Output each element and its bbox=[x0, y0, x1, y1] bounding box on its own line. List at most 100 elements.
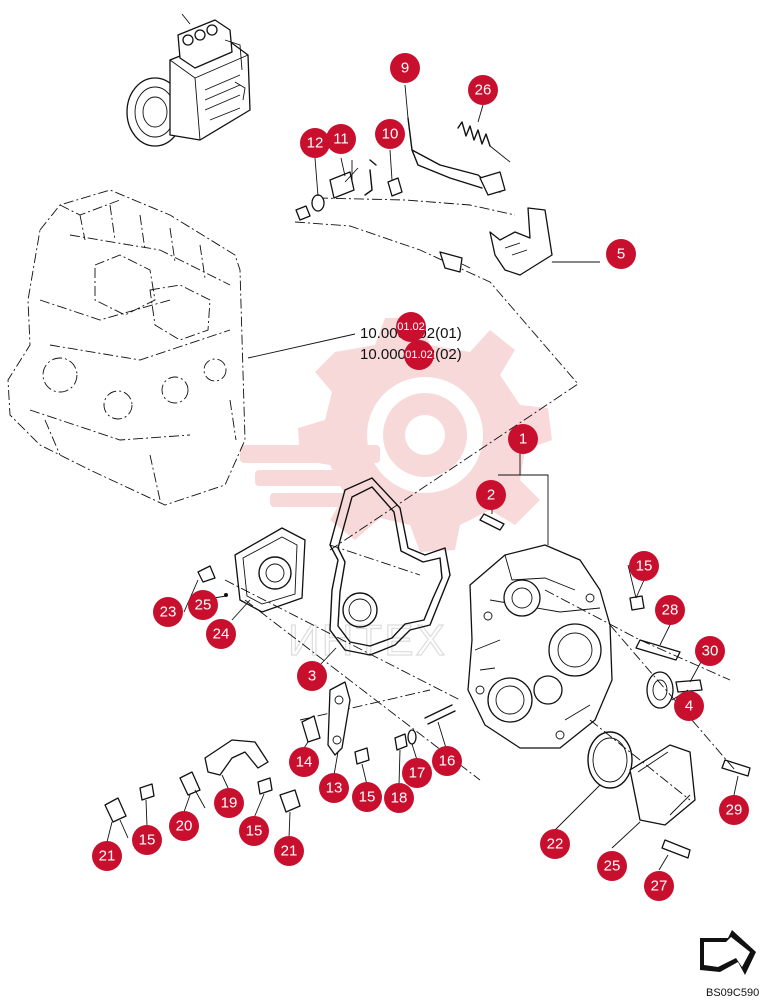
watermark-text: ИНТЕХ bbox=[288, 616, 447, 665]
callout-badge bbox=[597, 851, 627, 881]
callout-number: 5 bbox=[617, 246, 625, 263]
engine-thumbnail bbox=[126, 13, 251, 147]
callout-badge bbox=[695, 636, 725, 666]
callout-badge bbox=[153, 597, 183, 627]
governor-linkage bbox=[294, 117, 600, 551]
callout-badge bbox=[352, 782, 382, 812]
callout-number: 25 bbox=[195, 597, 212, 614]
bolt-28 bbox=[635, 639, 681, 661]
callout-number: 15 bbox=[636, 558, 653, 575]
callout-badge bbox=[326, 124, 356, 154]
callout-number: 16 bbox=[439, 753, 456, 770]
callout-12: 12 bbox=[300, 128, 330, 158]
callout-number: 11 bbox=[333, 131, 349, 148]
callout-18: 18 bbox=[384, 783, 414, 813]
reference-labels: 10.0001.02(01) 10.0001.02(02) 01.02 01.0… bbox=[360, 312, 462, 370]
callout-number: 21 bbox=[281, 843, 298, 860]
callout-15: 15 bbox=[629, 551, 659, 581]
callout-19: 19 bbox=[214, 788, 244, 818]
callout-badge bbox=[188, 590, 218, 620]
watermark-logo: ИНТЕХ bbox=[240, 318, 552, 666]
callout-26: 26 bbox=[468, 75, 498, 105]
bolt-27 bbox=[661, 839, 691, 859]
front-direction-arrow bbox=[700, 930, 756, 975]
callout-badge bbox=[206, 619, 236, 649]
assembly-axes bbox=[224, 544, 736, 801]
callout-badge bbox=[540, 829, 570, 859]
callout-number: 14 bbox=[296, 754, 313, 771]
callout-number: 15 bbox=[139, 832, 156, 849]
callout-14: 14 bbox=[289, 747, 319, 777]
o-ring-22 bbox=[587, 731, 633, 789]
callout-1: 1 bbox=[508, 424, 538, 454]
callout-number: 2 bbox=[487, 487, 495, 504]
callout-number: 15 bbox=[359, 789, 376, 806]
callout-number: 12 bbox=[307, 135, 324, 152]
callout-9: 9 bbox=[390, 53, 420, 83]
callout-number: 26 bbox=[475, 82, 492, 99]
callout-badge bbox=[239, 816, 269, 846]
callout-badge bbox=[375, 119, 405, 149]
callout-number: 4 bbox=[685, 698, 693, 715]
callout-badge bbox=[319, 773, 349, 803]
callout-2: 2 bbox=[476, 480, 506, 510]
dowel-pin bbox=[479, 513, 505, 531]
callout-badge bbox=[655, 595, 685, 625]
callout-badge bbox=[719, 795, 749, 825]
callout-25: 25 bbox=[188, 590, 218, 620]
callout-badge bbox=[289, 747, 319, 777]
engine-block bbox=[7, 189, 246, 506]
bolt-29 bbox=[721, 759, 751, 777]
callout-badge bbox=[432, 746, 462, 776]
callout-17: 17 bbox=[402, 758, 432, 788]
callout-number: 20 bbox=[176, 818, 193, 835]
callout-number: 10 bbox=[382, 126, 399, 143]
drawing-code: BS09C590 bbox=[706, 987, 759, 999]
callout-number: 23 bbox=[160, 604, 177, 621]
callout-badge bbox=[384, 783, 414, 813]
callout-badge bbox=[300, 128, 330, 158]
spring-26 bbox=[457, 121, 511, 163]
nut-15-top bbox=[629, 595, 645, 611]
callout-3: 3 bbox=[297, 661, 327, 691]
callout-10: 10 bbox=[375, 119, 405, 149]
nut-23 bbox=[197, 565, 216, 583]
callout-22: 22 bbox=[540, 829, 570, 859]
callout-badge bbox=[402, 758, 432, 788]
callout-11: 11 bbox=[326, 124, 356, 154]
callout-badge bbox=[629, 551, 659, 581]
callout-badge bbox=[476, 480, 506, 510]
callout-badge bbox=[92, 841, 122, 871]
callout-15: 15 bbox=[352, 782, 382, 812]
callout-badge bbox=[644, 871, 674, 901]
callout-25: 25 bbox=[597, 851, 627, 881]
callout-15: 15 bbox=[132, 825, 162, 855]
callout-20: 20 bbox=[169, 811, 199, 841]
reference-leader bbox=[247, 333, 356, 359]
callout-leaders bbox=[106, 84, 739, 871]
callout-30: 30 bbox=[695, 636, 725, 666]
callout-badge bbox=[674, 691, 704, 721]
reference-badge-1 bbox=[396, 312, 426, 342]
callout-number: 28 bbox=[662, 602, 679, 619]
callout-28: 28 bbox=[655, 595, 685, 625]
callout-21: 21 bbox=[92, 841, 122, 871]
callout-29: 29 bbox=[719, 795, 749, 825]
cover-plate-24 bbox=[234, 527, 306, 613]
callout-number: 25 bbox=[604, 858, 621, 875]
callout-badge bbox=[132, 825, 162, 855]
callout-4: 4 bbox=[674, 691, 704, 721]
callout-number: 13 bbox=[326, 780, 343, 797]
reference-badge-2 bbox=[404, 340, 434, 370]
callout-number: 22 bbox=[547, 836, 564, 853]
front-cover-25 bbox=[629, 744, 696, 826]
callout-number: 15 bbox=[246, 823, 263, 840]
callout-number: 9 bbox=[401, 60, 409, 77]
callout-badge bbox=[468, 75, 498, 105]
bolt-30 bbox=[675, 679, 703, 693]
callout-number: 24 bbox=[213, 626, 230, 643]
callout-number: 27 bbox=[651, 878, 668, 895]
callout-badge bbox=[606, 239, 636, 269]
